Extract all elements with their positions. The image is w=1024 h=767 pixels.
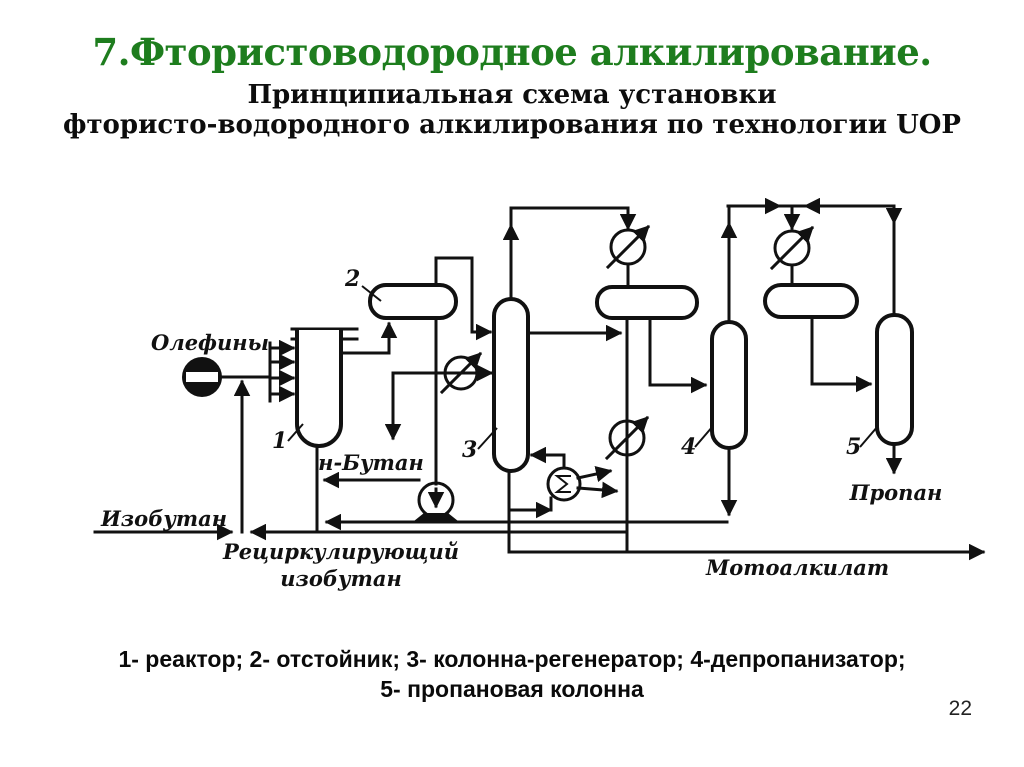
equipment-number-depropanizer: 4 xyxy=(681,434,697,460)
reboiler-icon xyxy=(546,466,582,502)
slide-subtitle-line-2: фтористо-водородного алкилирования по те… xyxy=(63,110,961,140)
reactor-vessel xyxy=(295,330,343,448)
condenser-1-icon xyxy=(605,224,651,270)
slide-title: 7.Фтористоводородное алкилирование. xyxy=(92,30,932,74)
legend-line-2: 5- пропановая колонна xyxy=(380,676,644,702)
olefin-inlet-icon xyxy=(182,357,222,397)
stream-label-recycle-isobutane-line1: Рециркулирующий xyxy=(222,539,459,564)
heat-exchanger-bottoms-icon xyxy=(604,415,650,461)
stream-label-motor-alkylate: Мотоалкилат xyxy=(706,555,890,580)
regenerator-column xyxy=(492,297,530,473)
settler-drum xyxy=(368,283,458,320)
leader-lines xyxy=(287,285,879,450)
propane-column xyxy=(875,313,914,446)
regenerator-reflux-drum xyxy=(595,285,699,320)
equipment-number-regenerator: 3 xyxy=(462,437,478,463)
process-lines xyxy=(93,197,986,561)
pump-icon xyxy=(414,481,458,521)
heat-exchanger-acid-icon xyxy=(439,351,483,395)
stream-label-recycle-isobutane-line2: изобутан xyxy=(280,566,402,591)
condenser-2-icon xyxy=(769,225,815,271)
legend-line-1: 1- реактор; 2- отстойник; 3- колонна-рег… xyxy=(118,646,906,672)
equipment-number-propane-column: 5 xyxy=(846,434,862,460)
page-number: 22 xyxy=(948,697,972,720)
stream-label-olefins: Олефины xyxy=(151,330,269,355)
slide-subtitle-line-1: Принципиальная схема установки xyxy=(247,80,777,110)
depropanizer-reflux-drum xyxy=(763,283,859,319)
stream-label-n-butane: н-Бутан xyxy=(318,450,424,475)
equipment-number-settler: 2 xyxy=(345,266,361,292)
depropanizer-column xyxy=(710,320,748,450)
stream-label-propane: Пропан xyxy=(849,480,943,505)
stream-label-isobutane: Изобутан xyxy=(100,506,228,531)
equipment-number-reactor: 1 xyxy=(272,428,288,454)
